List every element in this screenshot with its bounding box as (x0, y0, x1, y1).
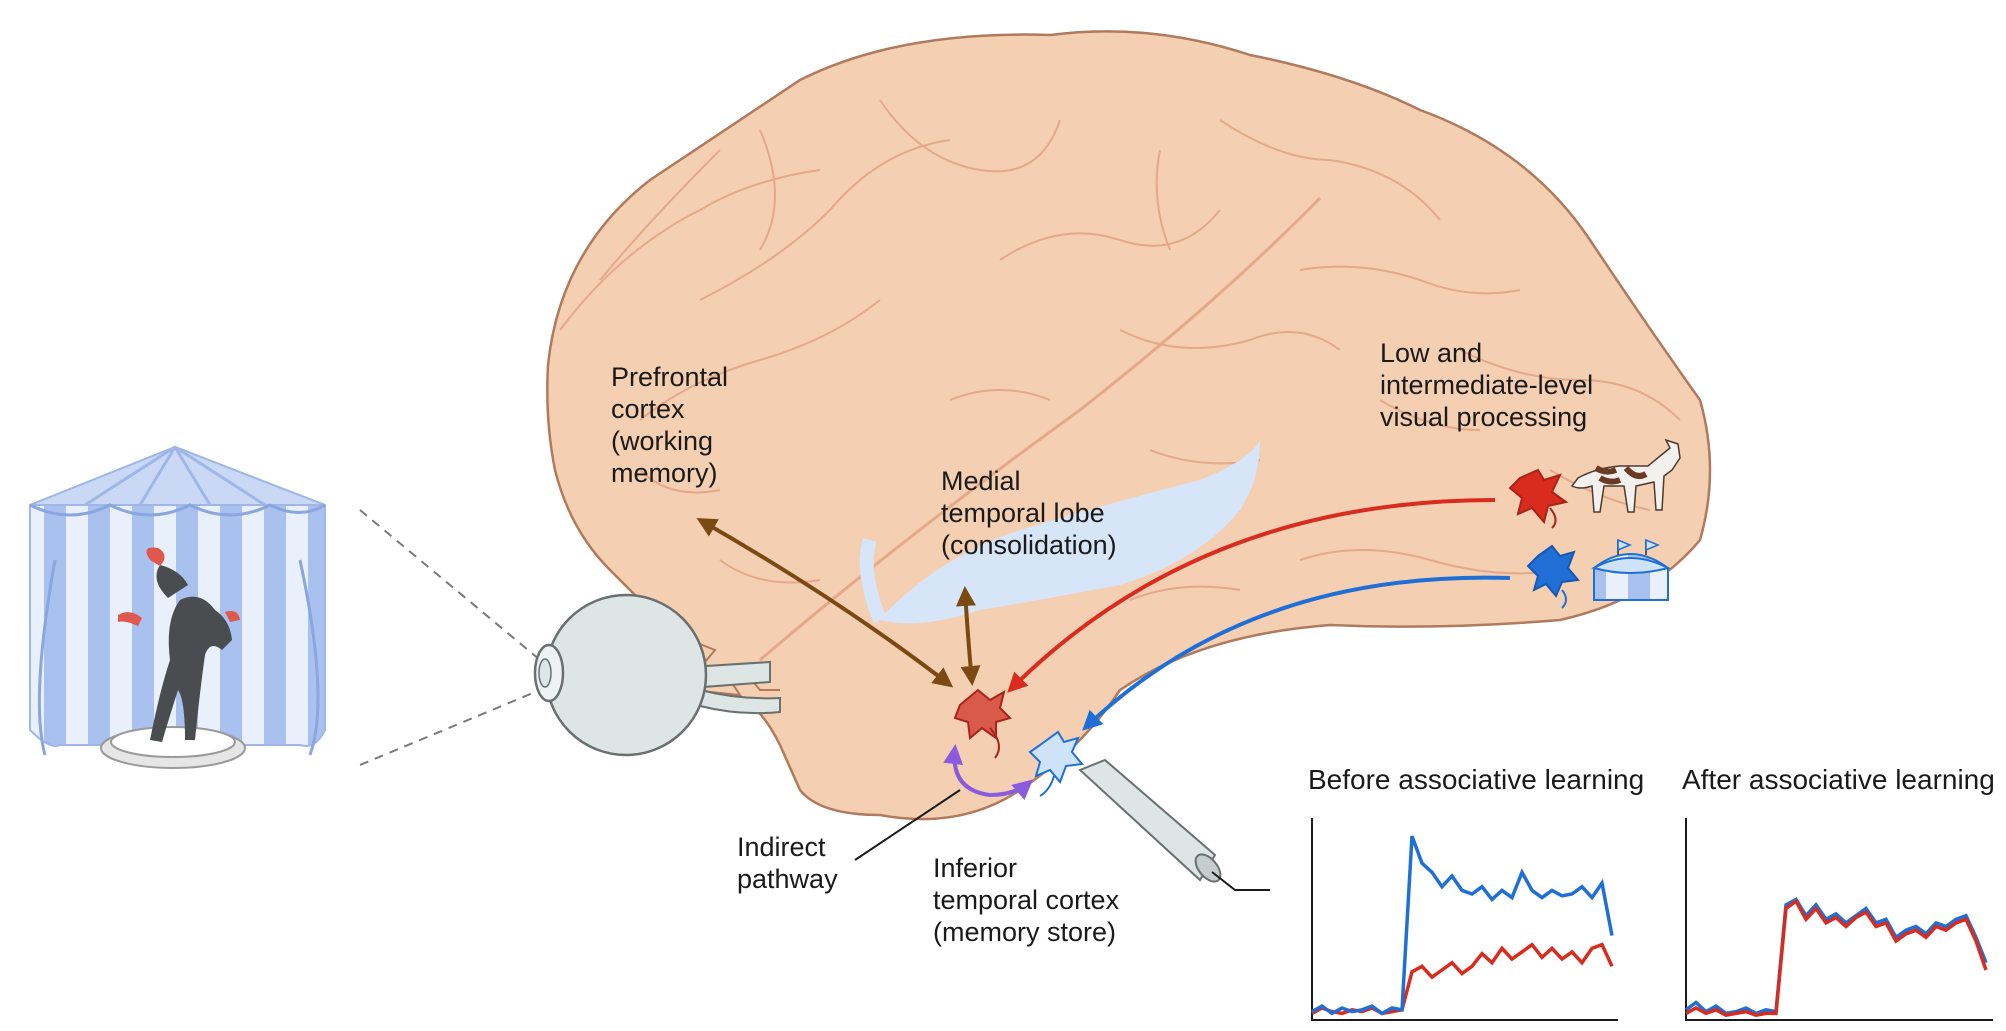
horse-icon (1570, 438, 1681, 513)
label-medial-line-2: temporal lobe (941, 498, 1105, 528)
chart-after (1684, 818, 1993, 1021)
chart-before-title: Before associative learning (1308, 764, 1645, 795)
chart-before (1311, 818, 1618, 1021)
label-prefrontal-line-3: (working (611, 426, 714, 456)
label-prefrontal-line-2: cortex (611, 394, 685, 424)
arrow-visual-blue-to-it (1082, 575, 1511, 731)
indirect-pathway-arrow (943, 744, 1034, 801)
label-low-intermediate-visual: Low and intermediate-level visual proces… (1380, 337, 1593, 433)
neuron-visual-blue (1526, 544, 1580, 609)
label-prefrontal-line-1: Prefrontal (611, 362, 729, 392)
series-red-before (1311, 942, 1614, 1016)
label-prefrontal-cortex: Prefrontal cortex (working memory) (611, 361, 728, 489)
label-low-line-3: visual processing (1380, 402, 1588, 432)
electrode-icon (1078, 758, 1270, 891)
gaze-line-lower (359, 689, 541, 766)
label-low-line-2: intermediate-level (1380, 370, 1594, 400)
chart-after-axes (1685, 818, 1993, 1021)
label-indirect-line-2: pathway (737, 864, 838, 894)
label-low-line-1: Low and (1380, 338, 1483, 368)
circus-tent-illustration (29, 445, 326, 769)
label-prefrontal-line-4: memory) (611, 458, 718, 488)
label-medial-line-1: Medial (941, 466, 1021, 496)
arrow-visual-red-to-it (1007, 498, 1496, 693)
label-inferior-line-3: (memory store) (933, 917, 1117, 947)
neuron-it-blue (1028, 730, 1084, 797)
eye-illustration (533, 593, 781, 757)
gaze-line-upper (359, 509, 541, 661)
label-inferior-line-1: Inferior (933, 853, 1018, 883)
label-inferior-line-2: temporal cortex (933, 885, 1120, 915)
arrow-medial-it (955, 586, 981, 686)
chart-after-title: After associative learning (1682, 764, 1995, 795)
label-indirect-pathway: Indirect pathway (737, 831, 838, 895)
label-indirect-line-1: Indirect (737, 832, 826, 862)
arrow-prefrontal-it (696, 518, 954, 688)
series-blue-after (1684, 897, 1988, 1016)
neuron-visual-red (1508, 468, 1569, 529)
series-blue-before (1311, 835, 1614, 1016)
label-medial-temporal-lobe: Medial temporal lobe (consolidation) (941, 465, 1117, 561)
label-inferior-temporal-cortex: Inferior temporal cortex (memory store) (933, 852, 1119, 948)
chart-before-axes (1311, 818, 1618, 1021)
label-medial-line-3: (consolidation) (941, 530, 1117, 560)
series-red-after (1685, 898, 1988, 1018)
tent-icon (1591, 538, 1671, 601)
indirect-leader-line (854, 789, 961, 861)
